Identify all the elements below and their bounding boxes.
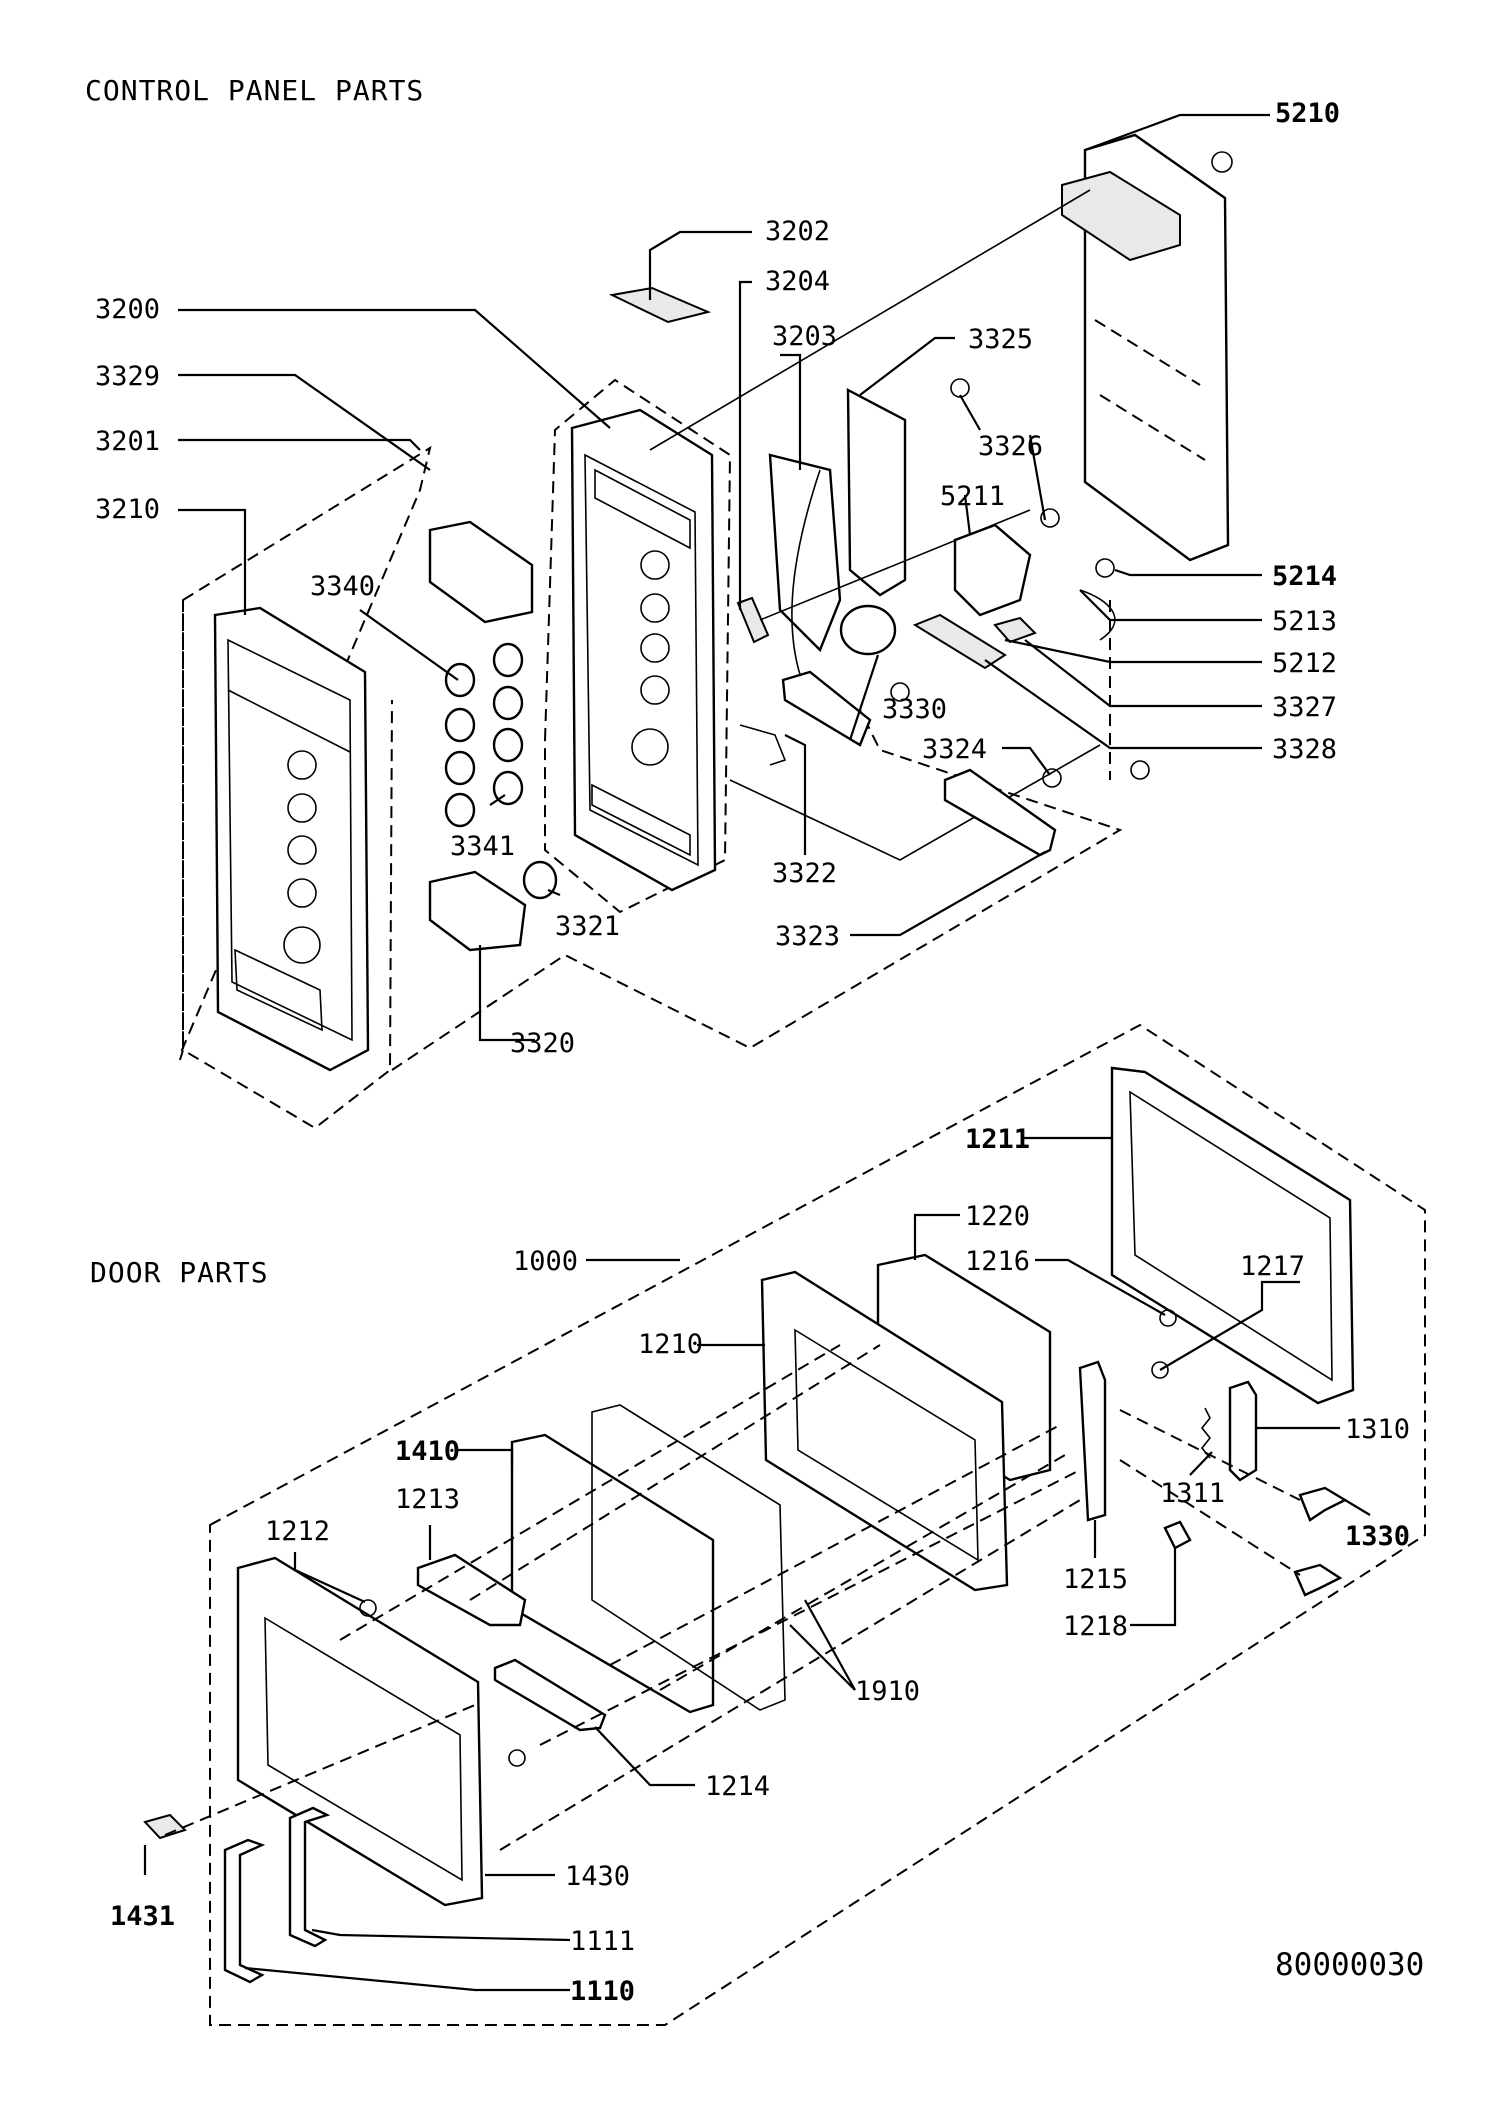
part-label: 1217	[1240, 1251, 1305, 1282]
door-drawing	[143, 1023, 1426, 2026]
part-label: 3210	[95, 494, 160, 525]
drawing-number: 80000030	[1275, 1947, 1424, 1983]
part-label: 3341	[450, 831, 515, 862]
part-label: 3326	[978, 431, 1043, 462]
part-label: 1218	[1063, 1611, 1128, 1642]
part-label: 1214	[705, 1771, 770, 1802]
fascia-3210	[213, 606, 370, 1072]
part-label: 3328	[1272, 734, 1337, 765]
switch-3327	[993, 616, 1037, 644]
part-label: 3329	[95, 361, 160, 392]
label-1431	[143, 1813, 187, 1840]
part-label: 3200	[95, 294, 160, 325]
part-label: 1213	[395, 1484, 460, 1515]
motor-3330	[839, 604, 897, 656]
part-label: 5214	[1272, 561, 1337, 592]
bracket-3203	[768, 453, 842, 653]
part-label: 3323	[775, 921, 840, 952]
part-label: 1311	[1160, 1478, 1225, 1509]
part-label: 1431	[110, 1901, 175, 1932]
spring-3321	[522, 860, 558, 900]
part-label: 5213	[1272, 606, 1337, 637]
circuit-board-3325	[846, 388, 907, 597]
clip-3204	[736, 596, 770, 644]
part-label: 1220	[965, 1201, 1030, 1232]
part-label: 5211	[940, 481, 1005, 512]
part-label: 1430	[565, 1861, 630, 1892]
gasket-1910	[591, 1404, 786, 1711]
control-panel-drawing	[179, 133, 1233, 1130]
handle-1110	[223, 1838, 266, 1984]
part-label: 3324	[922, 734, 987, 765]
timer-5211	[953, 523, 1032, 617]
bracket-3322	[739, 724, 787, 766]
control-panel-heading: CONTROL PANEL PARTS	[85, 74, 424, 107]
part-label: 1212	[265, 1516, 330, 1547]
latch-hook-1330a	[1298, 1486, 1348, 1522]
choke-1211	[1110, 1066, 1355, 1405]
part-label: 1110	[570, 1976, 635, 2007]
part-label: 3321	[555, 911, 620, 942]
door-frame-1210	[760, 1270, 1009, 1592]
part-label: 1215	[1063, 1564, 1128, 1595]
part-label: 1216	[965, 1246, 1030, 1277]
knobs-3340	[444, 642, 524, 828]
part-label: 3330	[882, 694, 947, 725]
switch-block-3328	[912, 613, 1007, 670]
part-label: 3327	[1272, 692, 1337, 723]
part-label: 3202	[765, 216, 830, 247]
latch-1310	[1228, 1380, 1258, 1482]
board-5210	[1061, 133, 1233, 562]
part-label: 1000	[513, 1246, 578, 1277]
latch-plate-1215	[1078, 1360, 1107, 1522]
part-label: 1410	[395, 1436, 460, 1467]
part-label: 5212	[1272, 648, 1337, 679]
leader-lines	[143, 113, 1371, 1992]
glass-panel-1410	[510, 1433, 715, 1714]
part-label: 1211	[965, 1124, 1030, 1155]
door-parts-labels: 1211 1220 1000 1216 1217 1210 1310 1410 …	[110, 1124, 1410, 2007]
part-label: 1310	[1345, 1414, 1410, 1445]
part-label: 1111	[570, 1926, 635, 1957]
part-label: 3320	[510, 1028, 575, 1059]
part-label: 5210	[1275, 98, 1340, 129]
part-label: 3325	[968, 324, 1033, 355]
spring-1311	[1200, 1407, 1212, 1459]
part-label: 3203	[772, 321, 837, 352]
part-label: 3201	[95, 426, 160, 457]
door-outer-1430	[236, 1556, 484, 1907]
switch-plate-3330	[781, 670, 872, 747]
part-label: 1210	[638, 1329, 703, 1360]
part-label: 3340	[310, 571, 375, 602]
display-window-3201	[428, 520, 534, 624]
bracket-3323	[943, 768, 1057, 857]
part-label: 1910	[855, 1676, 920, 1707]
handle-1111	[288, 1806, 331, 1948]
display-filter-3202	[608, 286, 712, 324]
control-panel-labels: 5210 3202 3204 3200 3203 3325 3329 3201 …	[95, 98, 1340, 1059]
door-parts-heading: DOOR PARTS	[90, 1256, 269, 1289]
part-label: 3322	[772, 858, 837, 889]
bar-1214	[493, 1658, 607, 1732]
catch-1218	[1163, 1520, 1192, 1550]
latch-hook-1330b	[1293, 1563, 1343, 1597]
hinge-1213	[416, 1553, 527, 1627]
push-button-3320	[428, 870, 527, 952]
part-label: 1330	[1345, 1521, 1410, 1552]
panel-frame-3200	[570, 408, 717, 892]
part-label: 3204	[765, 266, 830, 297]
